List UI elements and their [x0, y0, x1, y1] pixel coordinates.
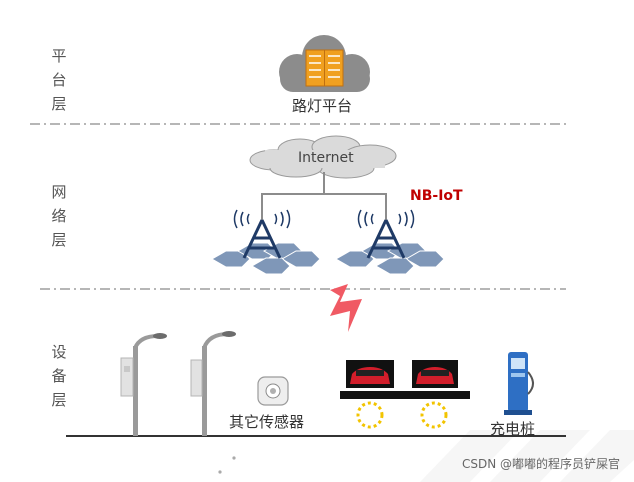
layer-label-network: 网 络 层: [49, 180, 69, 252]
internet-label: Internet: [298, 150, 354, 166]
street-lamp-1-icon: [120, 333, 167, 436]
platform-name-label: 路灯平台: [292, 97, 353, 115]
base-station-right-icon: [334, 209, 445, 275]
watermark: CSDN @嘟嘟的程序员铲屎官: [461, 457, 620, 471]
layer-label-char: 平: [51, 47, 67, 65]
dot-icon: [232, 456, 236, 460]
layer-label-char: 设: [51, 343, 67, 361]
layer-label-platform: 平 台 层: [49, 44, 69, 116]
layer-label-char: 层: [51, 95, 67, 113]
nbiot-label: NB-IoT: [410, 188, 463, 204]
other-sensors-label: 其它传感器: [229, 413, 305, 431]
platform-cloud-icon: [279, 35, 370, 92]
charging-coil-1-icon: [356, 401, 384, 429]
layer-label-device: 设 备 层: [49, 340, 69, 412]
lightning-icon: [330, 284, 362, 332]
layer-label-char: 层: [51, 231, 67, 249]
parking-cars-icon: [346, 360, 458, 388]
charging-pile-icon: [504, 352, 534, 415]
server-icon: [305, 49, 344, 87]
base-station-left-icon: [210, 209, 321, 275]
dot-icon: [218, 470, 222, 474]
street-lamp-2-icon: [190, 331, 236, 436]
layer-label-char: 备: [51, 367, 67, 385]
background-stripes: [420, 430, 634, 482]
layer-label-char: 层: [51, 391, 67, 409]
layer-label-char: 络: [51, 207, 67, 225]
parking-platform: [340, 391, 470, 399]
layer-label-char: 网: [51, 183, 67, 201]
charging-pile-label: 充电桩: [490, 420, 536, 438]
charging-coil-2-icon: [420, 401, 448, 429]
network-links: [261, 172, 387, 220]
sensor-icon: [257, 376, 289, 406]
internet-cloud-icon: [249, 135, 397, 179]
layer-label-char: 台: [51, 71, 67, 89]
